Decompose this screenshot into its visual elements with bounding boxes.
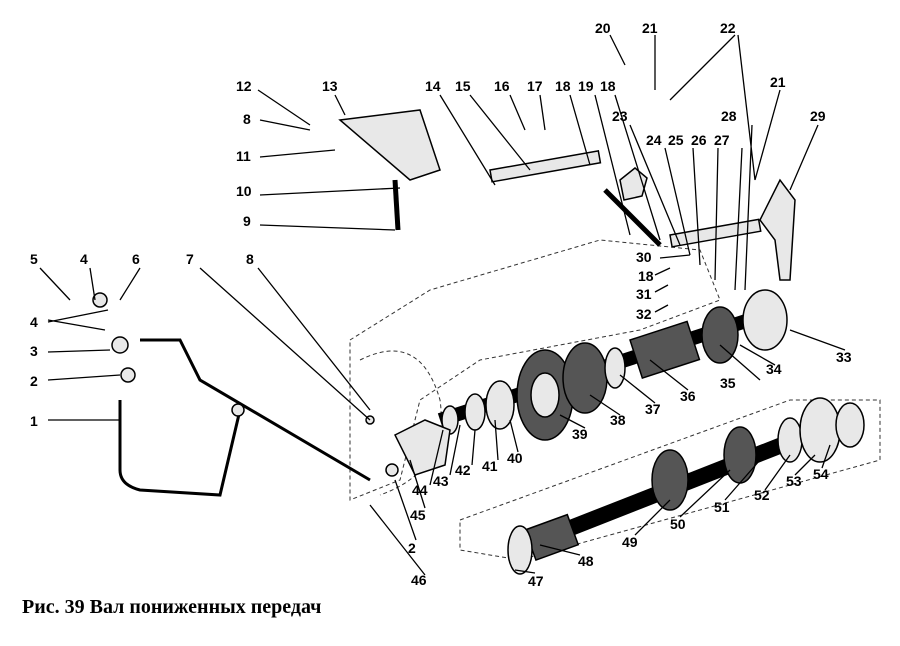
label-4: 4: [80, 251, 88, 267]
label-18: 18: [638, 268, 654, 284]
label-44: 44: [412, 482, 428, 498]
label-50: 50: [670, 516, 686, 532]
label-52: 52: [754, 487, 770, 503]
label-2: 2: [30, 373, 38, 389]
main-shaft-assembly: [507, 397, 865, 575]
label-27: 27: [714, 132, 730, 148]
label-16: 16: [494, 78, 510, 94]
label-12: 12: [236, 78, 252, 94]
label-17: 17: [527, 78, 543, 94]
label-51: 51: [714, 499, 730, 515]
label-28: 28: [721, 108, 737, 124]
label-2: 2: [408, 540, 416, 556]
label-31: 31: [636, 286, 652, 302]
label-35: 35: [720, 375, 736, 391]
label-14: 14: [425, 78, 441, 94]
label-42: 42: [455, 462, 471, 478]
figure-caption: Рис. 39 Вал пониженных передач: [22, 596, 322, 618]
label-18: 18: [555, 78, 571, 94]
label-20: 20: [595, 20, 611, 36]
label-29: 29: [810, 108, 826, 124]
label-7: 7: [186, 251, 194, 267]
label-26: 26: [691, 132, 707, 148]
label-9: 9: [243, 213, 251, 229]
label-30: 30: [636, 249, 652, 265]
label-4: 4: [30, 314, 38, 330]
label-49: 49: [622, 534, 638, 550]
label-21: 21: [770, 74, 786, 90]
label-22: 22: [720, 20, 736, 36]
label-32: 32: [636, 306, 652, 322]
label-43: 43: [433, 473, 449, 489]
label-1: 1: [30, 413, 38, 429]
leader-lines: [39, 34, 846, 576]
label-8: 8: [246, 251, 254, 267]
label-46: 46: [411, 572, 427, 588]
label-54: 54: [813, 466, 829, 482]
label-8: 8: [243, 111, 251, 127]
label-25: 25: [668, 132, 684, 148]
label-39: 39: [572, 426, 588, 442]
label-6: 6: [132, 251, 140, 267]
label-37: 37: [645, 401, 661, 417]
label-47: 47: [528, 573, 544, 589]
label-21: 21: [642, 20, 658, 36]
label-18: 18: [600, 78, 616, 94]
lubrication-pipe: [92, 292, 399, 497]
label-10: 10: [236, 183, 252, 199]
label-41: 41: [482, 458, 498, 474]
label-45: 45: [410, 507, 426, 523]
label-5: 5: [30, 251, 38, 267]
label-36: 36: [680, 388, 696, 404]
shift-mechanism: [338, 109, 796, 281]
label-15: 15: [455, 78, 471, 94]
label-13: 13: [322, 78, 338, 94]
label-11: 11: [236, 148, 251, 164]
label-34: 34: [766, 361, 782, 377]
label-40: 40: [507, 450, 523, 466]
label-3: 3: [30, 343, 38, 359]
label-38: 38: [610, 412, 626, 428]
countershaft-assembly: [393, 289, 788, 476]
label-19: 19: [578, 78, 594, 94]
label-48: 48: [578, 553, 594, 569]
label-53: 53: [786, 473, 802, 489]
label-23: 23: [612, 108, 628, 124]
part-number-labels: 1 2 2 3 4 4 5 6 7 8 8 9 10 11 12 13 14 1…: [30, 20, 852, 589]
label-33: 33: [836, 349, 852, 365]
label-24: 24: [646, 132, 662, 148]
